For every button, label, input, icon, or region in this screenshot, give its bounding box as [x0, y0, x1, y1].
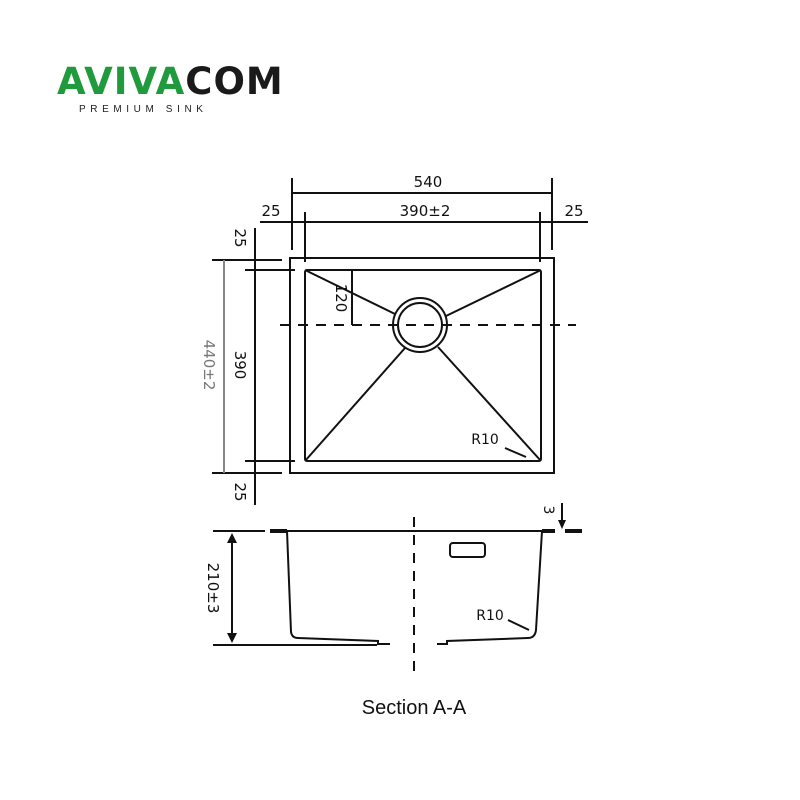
arrow-down-icon [227, 633, 237, 643]
drain-outer-ring [392, 297, 448, 353]
bowl-right-profile [437, 530, 543, 645]
logo-part-black: COM [185, 60, 284, 103]
bowl-outline [304, 269, 542, 462]
dim-bowl-depth-label: 390 [231, 351, 249, 380]
dim-overall-depth-label: 440±2 [200, 340, 218, 391]
bowl-left-profile [286, 530, 390, 645]
dim-bottom-margin-label: 25 [231, 482, 249, 501]
section-r10-leader [507, 619, 530, 631]
logo-tagline: PREMIUM SINK [79, 104, 208, 115]
dim-top-margin-label: 25 [231, 228, 249, 247]
sink-outer-outline [289, 257, 555, 474]
arrow-down-icon [558, 520, 566, 529]
overflow-slot [449, 542, 486, 558]
section-caption: Section A-A [362, 697, 467, 719]
flange-thickness-label: 3 [540, 506, 556, 515]
section-corner-radius-label: R10 [476, 608, 504, 624]
dim-drain-offset-label: 120 [332, 284, 350, 313]
dim-390-label: 390±2 [400, 202, 451, 220]
dim-left-margin-label: 25 [261, 202, 280, 220]
corner-radius-label: R10 [471, 432, 499, 448]
section-height-label: 210±3 [204, 563, 222, 614]
r10-leader [504, 447, 527, 458]
logo-part-green: AVIVA [57, 60, 186, 103]
brand-logo: AVIVACOM PREMIUM SINK [57, 62, 284, 116]
dim-540-label: 540 [414, 173, 443, 191]
logo-wordmark: AVIVACOM [57, 62, 284, 102]
arrow-up-icon [227, 533, 237, 543]
top-view [212, 178, 588, 505]
section-view [213, 503, 582, 672]
dim-right-margin-label: 25 [564, 202, 583, 220]
slope-lines [304, 269, 542, 462]
drain-inner-ring [397, 302, 443, 348]
